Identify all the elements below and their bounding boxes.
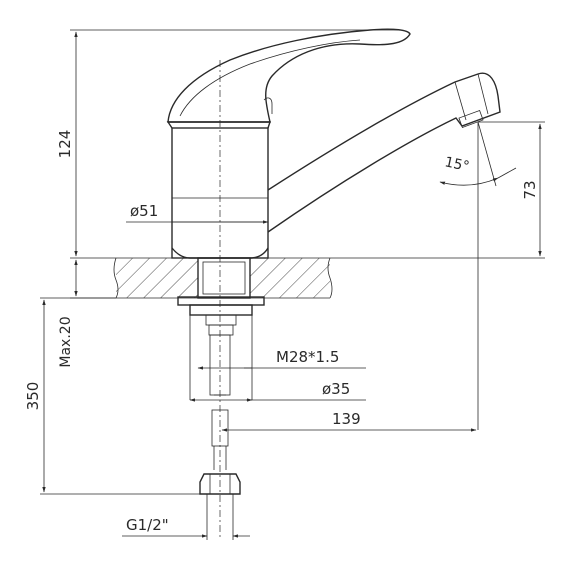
dimension-spout-height-label: 73: [521, 180, 539, 199]
dimension-base-diameter: ø35: [189, 380, 366, 402]
supply-hose: [199, 314, 241, 540]
dimension-spout-reach: 139: [221, 410, 477, 432]
countertop-section: [70, 257, 545, 299]
dimension-body-diameter-label: ø51: [130, 202, 158, 220]
spout: [267, 72, 501, 233]
dimension-connector-label: G1/2": [126, 516, 169, 534]
lever-handle: [167, 28, 411, 123]
dimension-max-thickness: Max.20: [58, 259, 116, 368]
dimension-angle: 15°: [439, 121, 517, 430]
dimension-hose-length-label: 350: [24, 382, 42, 411]
dimension-base-diameter-label: ø35: [322, 380, 350, 398]
dimension-connector: G1/2": [122, 516, 250, 538]
dimension-max-thickness-label: Max.20: [58, 316, 74, 367]
dimension-spout-reach-label: 139: [332, 410, 361, 428]
faucet-body: [166, 60, 271, 540]
dimension-height-total: 124: [56, 29, 400, 257]
dimension-body-diameter: ø51: [126, 202, 269, 224]
dimension-hose-length: 350: [24, 297, 200, 495]
dimension-thread: M28*1.5: [189, 315, 366, 400]
dimension-thread-label: M28*1.5: [276, 348, 339, 366]
dimension-spout-height: 73: [478, 121, 545, 257]
dimension-angle-label: 15°: [443, 154, 471, 175]
dimension-height-total-label: 124: [56, 130, 74, 159]
